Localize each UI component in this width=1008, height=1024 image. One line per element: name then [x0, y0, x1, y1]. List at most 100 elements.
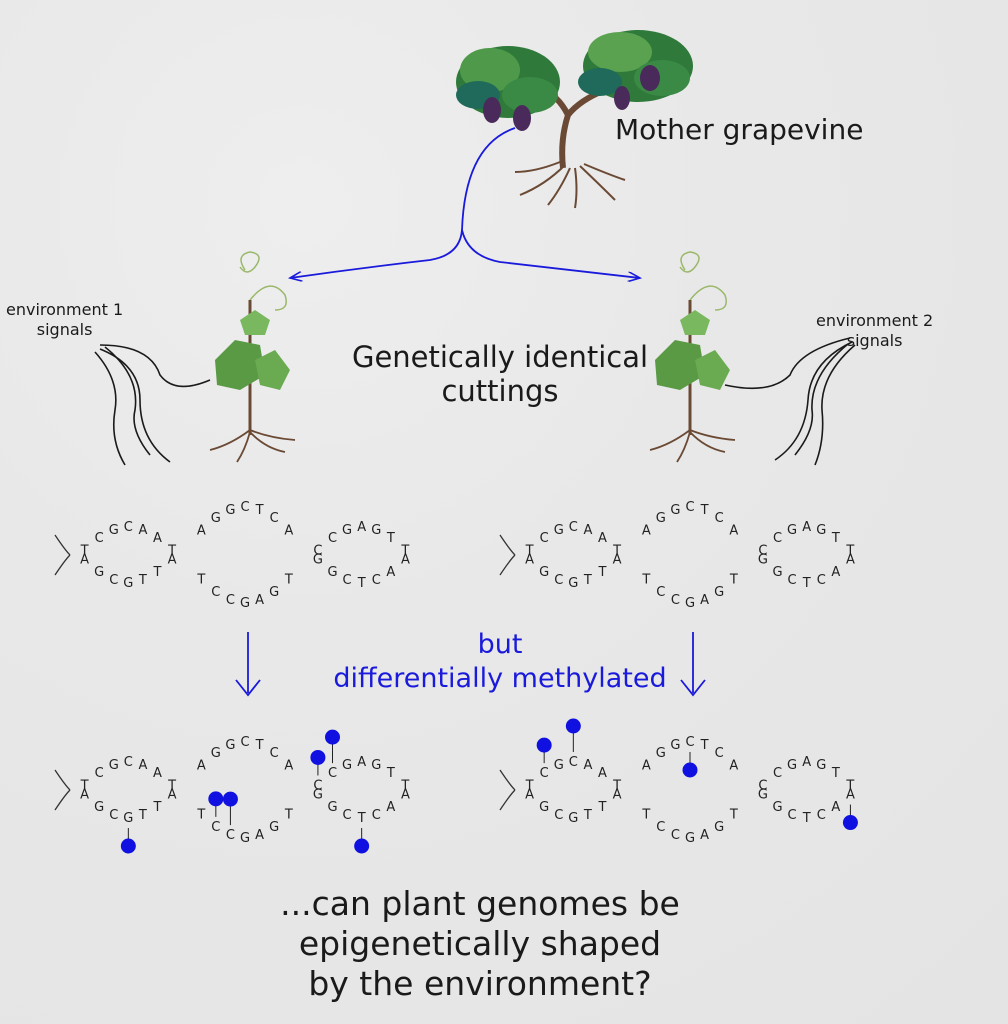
dna-base-bottom: G	[313, 553, 323, 568]
dna-base-top: C	[656, 820, 665, 835]
dna-base-bottom: A	[642, 759, 651, 774]
dna-base-bottom: C	[240, 500, 249, 515]
signal-waves-icon	[94, 344, 211, 466]
dna-base-bottom: A	[197, 759, 206, 774]
dna-base-top: T	[612, 779, 621, 794]
grapevine-cutting-icon	[649, 251, 736, 463]
dna-base-top: C	[211, 820, 220, 835]
dna-base-bottom: C	[685, 500, 694, 515]
dna-base-bottom: G	[758, 788, 768, 803]
dna-base-bottom: A	[831, 800, 840, 815]
dna-base-top: G	[554, 523, 564, 538]
dna-base-top: G	[787, 758, 797, 773]
dna-base-bottom: G	[758, 553, 768, 568]
dna-base-top: C	[758, 779, 767, 794]
dna-base-top: A	[153, 766, 162, 781]
dna-helix-icon: TACGGCCGATATTATACGCGGCATGCTACGCGGCATGCTA…	[499, 500, 855, 611]
dna-base-top: G	[554, 758, 564, 773]
dna-base-top: G	[109, 523, 119, 538]
dna-base-bottom: A	[168, 553, 177, 568]
dna-base-bottom: G	[94, 565, 104, 580]
dna-base-bottom: C	[715, 746, 724, 761]
dna-helix-icon: TACGGCCGATATTATACGCGGCATGCTACGCGGCATGCTA…	[54, 500, 410, 611]
down-arrows	[235, 632, 706, 697]
methyl-group-icon	[120, 838, 136, 854]
cuttings-line-2: cuttings	[441, 374, 559, 408]
dna-base-top: C	[758, 544, 767, 559]
arrow-icon	[235, 679, 261, 697]
dna-base-bottom: T	[153, 800, 162, 815]
dna-helix-icon: TACGGCCGATATTATACGCGGCATGCTACGCGGCATGCTA…	[54, 729, 410, 854]
dna-base-bottom: T	[357, 811, 366, 826]
dna-base-top: G	[714, 820, 724, 835]
dna-base-bottom: A	[168, 788, 177, 803]
signal-waves-icon	[724, 337, 856, 466]
methyl-group-icon	[208, 791, 224, 807]
dna-base-top: T	[167, 544, 176, 559]
dna-base-bottom: C	[715, 511, 724, 526]
dna-base-top: T	[196, 808, 205, 823]
cuttings-label: Genetically identical cuttings	[300, 340, 700, 408]
dna-base-bottom: G	[327, 800, 337, 815]
dna-base-bottom: T	[583, 808, 592, 823]
dna-base-top: C	[124, 755, 133, 770]
methylation-line-1: but	[477, 629, 523, 660]
dna-base-bottom: C	[554, 573, 563, 588]
dna-base-top: G	[342, 523, 352, 538]
dna-base-top: G	[714, 585, 724, 600]
dna-base-bottom: T	[598, 800, 607, 815]
dna-base-bottom: T	[700, 738, 709, 753]
dna-base-top: C	[226, 828, 235, 843]
dna-base-bottom: A	[831, 565, 840, 580]
dna-base-top: T	[845, 779, 854, 794]
dna-base-bottom: A	[729, 524, 738, 539]
dna-base-top: T	[641, 573, 650, 588]
dna-base-top: T	[845, 544, 854, 559]
dna-base-bottom: T	[583, 573, 592, 588]
dna-base-bottom: T	[802, 811, 811, 826]
dna-base-top: C	[313, 779, 322, 794]
dna-base-top: A	[583, 523, 592, 538]
dna-base-top: T	[400, 779, 409, 794]
dna-base-bottom: T	[138, 808, 147, 823]
dna-base-bottom: G	[656, 511, 666, 526]
dna-base-top: C	[211, 585, 220, 600]
dna-base-bottom: T	[153, 565, 162, 580]
dna-base-bottom: A	[613, 553, 622, 568]
dna-base-top: G	[685, 596, 695, 611]
dna-base-bottom: G	[670, 503, 680, 518]
dna-base-top: C	[313, 544, 322, 559]
dna-base-bottom: G	[568, 811, 578, 826]
dna-base-bottom: A	[284, 759, 293, 774]
grapevine-tree-icon	[456, 30, 693, 209]
dna-base-top: A	[357, 755, 366, 770]
question-line-3: by the environment?	[308, 964, 652, 1003]
dna-base-bottom: C	[788, 573, 797, 588]
dna-base-bottom: A	[525, 788, 534, 803]
dna-base-top: G	[685, 831, 695, 846]
dna-base-top: T	[525, 544, 534, 559]
dna-base-bottom: C	[372, 808, 381, 823]
dna-base-bottom: C	[270, 746, 279, 761]
dna-base-top: A	[357, 520, 366, 535]
dna-base-top: A	[138, 758, 147, 773]
dna-base-top: T	[612, 544, 621, 559]
methyl-group-icon	[682, 762, 698, 778]
dna-base-bottom: G	[225, 738, 235, 753]
dna-base-bottom: C	[343, 573, 352, 588]
dna-base-bottom: G	[313, 788, 323, 803]
dna-base-bottom: T	[357, 576, 366, 591]
dna-base-top: T	[284, 573, 293, 588]
arrow-icon	[461, 229, 640, 278]
dna-base-top: A	[700, 828, 709, 843]
dna-base-bottom: G	[670, 738, 680, 753]
dna-base-top: C	[671, 593, 680, 608]
dna-base-bottom: C	[109, 808, 118, 823]
dna-base-top: G	[269, 585, 279, 600]
dna-base-top: C	[773, 766, 782, 781]
dna-base-bottom: G	[211, 746, 221, 761]
dna-base-bottom: A	[197, 524, 206, 539]
dna-base-bottom: T	[598, 565, 607, 580]
dna-base-bottom: C	[240, 735, 249, 750]
